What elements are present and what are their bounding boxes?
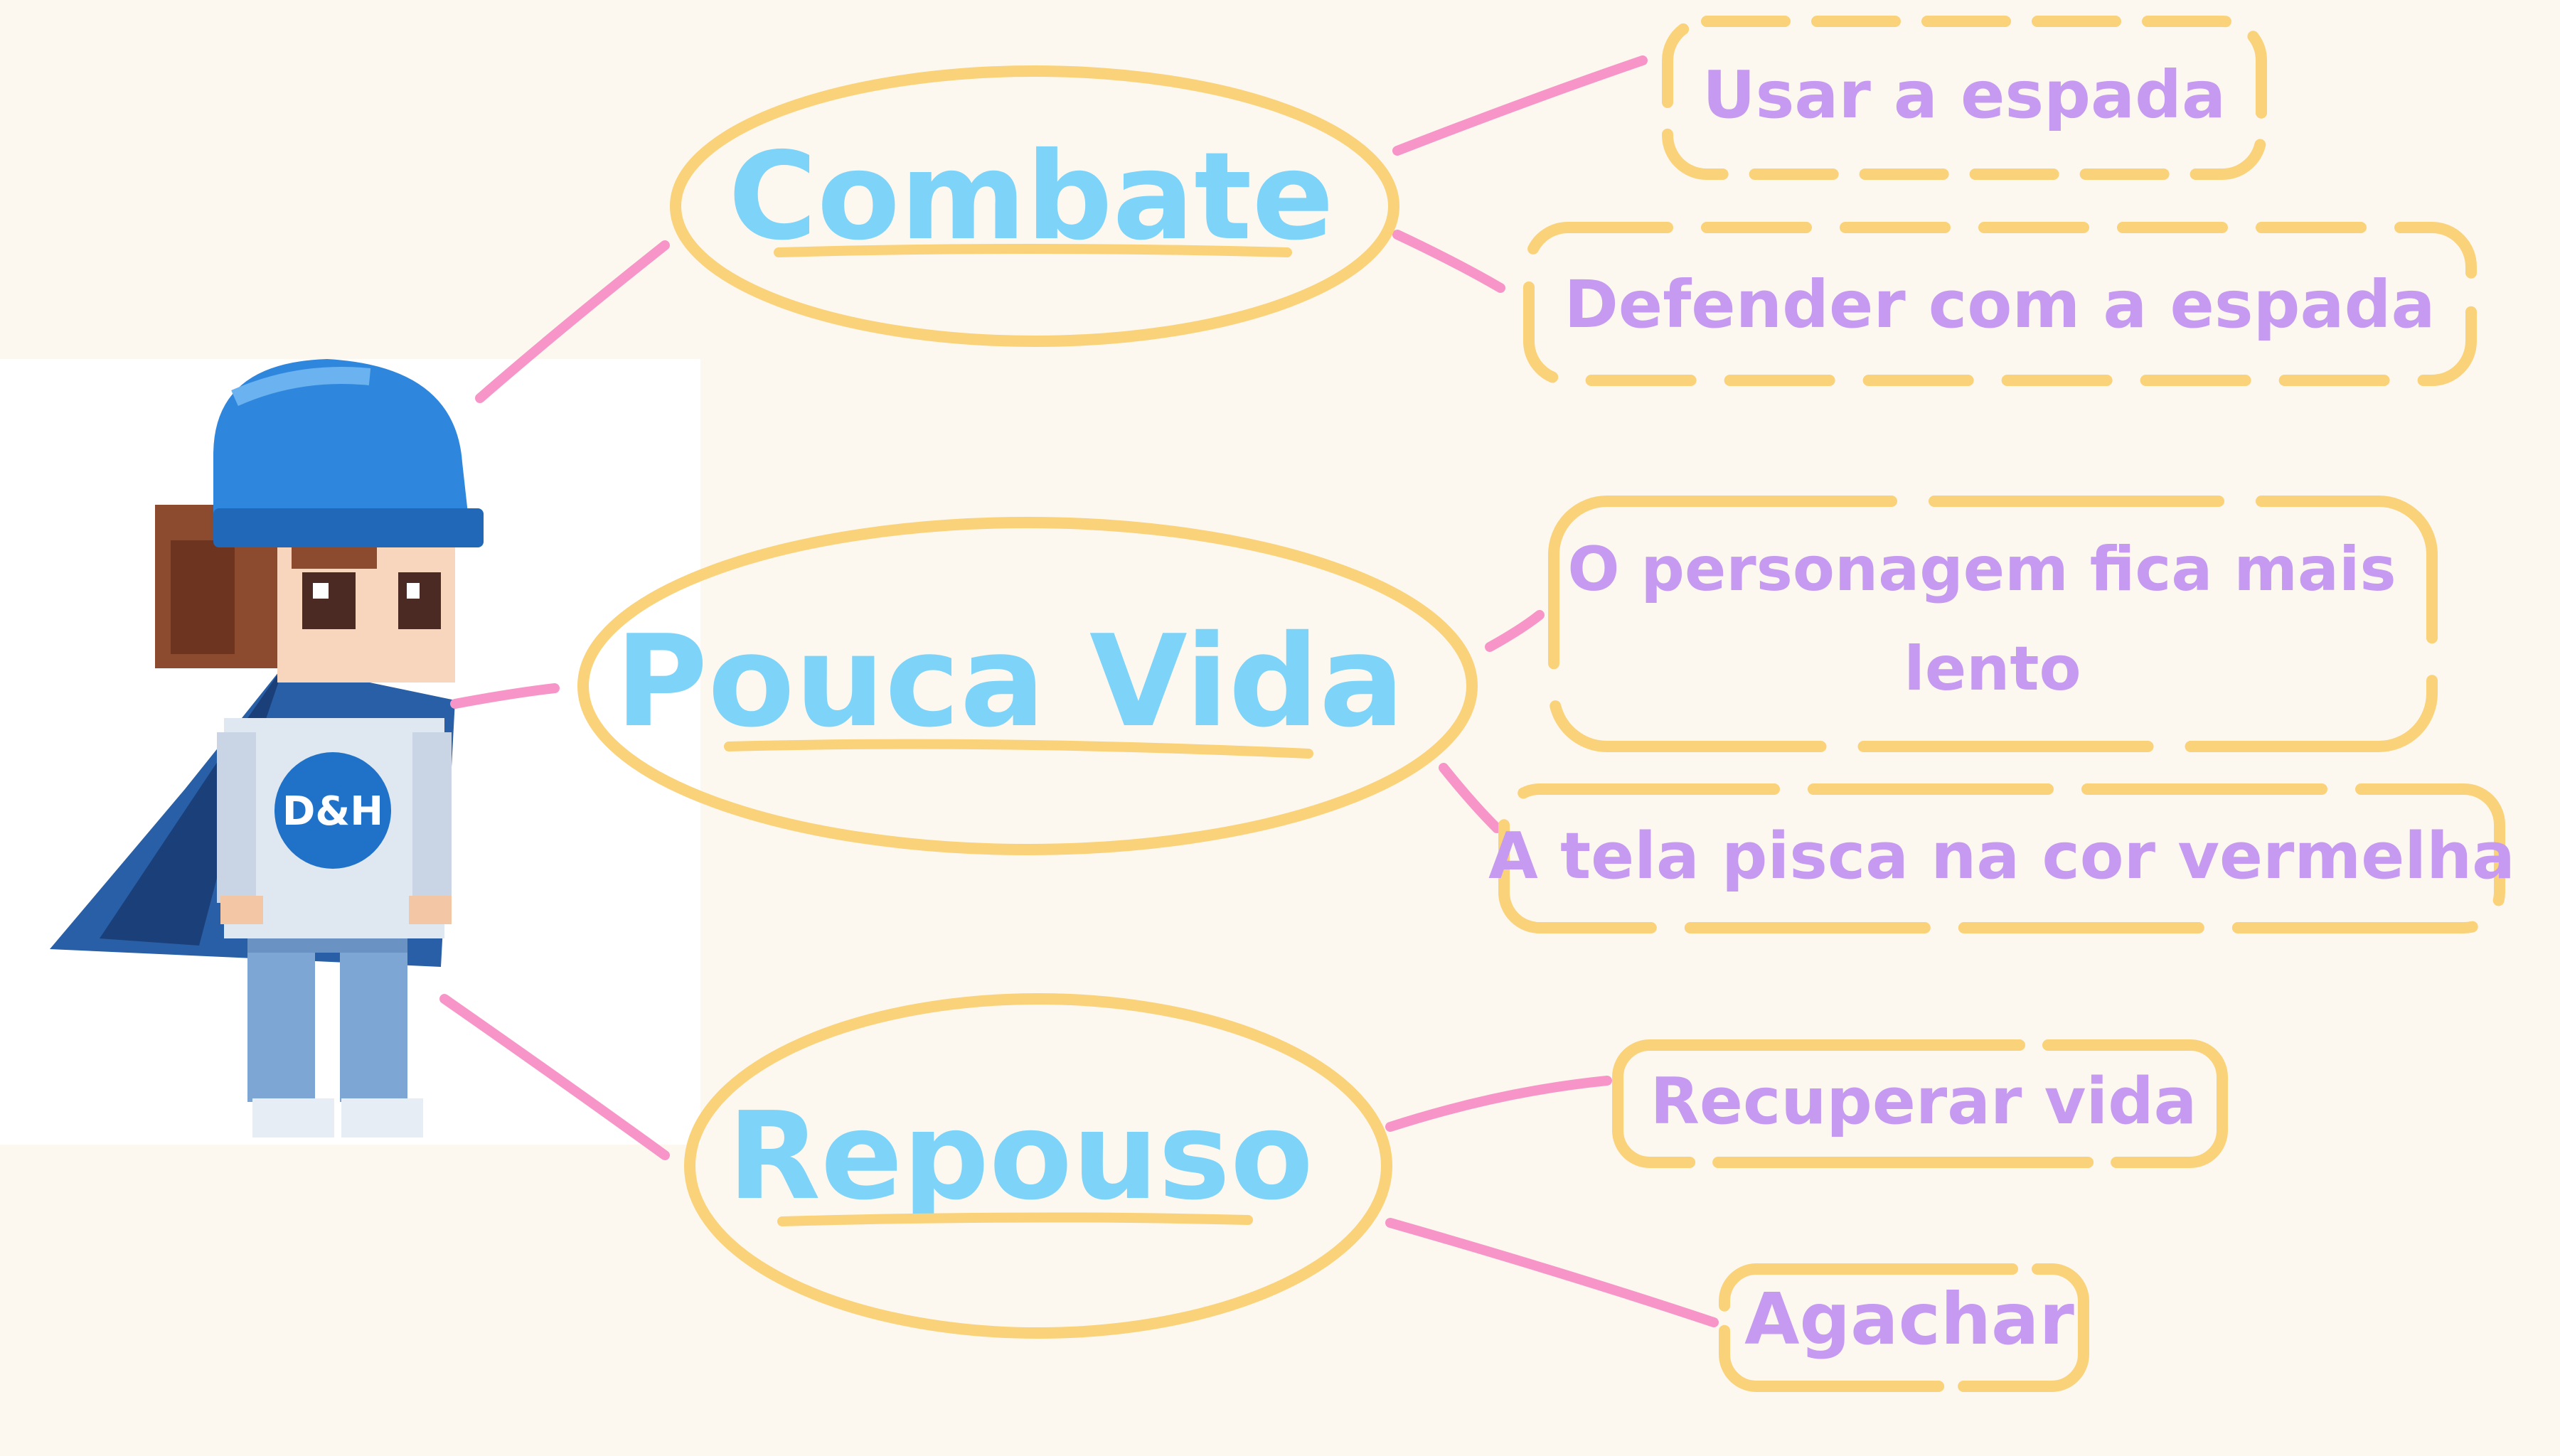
character-cap: [213, 359, 469, 533]
leaf-personagem-lento-label: O personagem fica mais lento: [1567, 534, 2417, 705]
character-hair-shade: [171, 540, 235, 654]
character-arm-left: [217, 732, 256, 903]
character-shoe-right: [341, 1098, 423, 1138]
hub-repouso-underline: [777, 1212, 1253, 1226]
leaf-personagem-lento-line-2: lento: [1904, 633, 2081, 705]
connector-repouso-recuperar: [1385, 1076, 1612, 1132]
hub-combate: Combate: [670, 65, 1399, 347]
leaf-agachar-box: [1719, 1263, 2089, 1392]
leaf-personagem-lento: O personagem fica mais lento: [1548, 496, 2438, 752]
character-leg-right: [340, 924, 407, 1102]
leaf-personagem-lento-box: [1548, 496, 2438, 752]
hub-pouca-vida-label: Pouca Vida: [615, 608, 1404, 755]
hub-repouso: Repouso: [684, 993, 1392, 1339]
hub-repouso-outline: [684, 993, 1392, 1339]
leaf-recuperar-vida-label: Recuperar vida: [1650, 1064, 2197, 1139]
leaf-tela-vermelha-box: [1498, 783, 2505, 933]
character-cap-highlight: [231, 367, 371, 406]
leaf-recuperar-vida-box: [1612, 1039, 2228, 1168]
character-eye-left-shine: [313, 583, 329, 599]
character-hand-left: [220, 896, 263, 924]
leaf-defender-com-a-espada-box: [1523, 222, 2477, 386]
leaf-agachar: Agachar: [1719, 1263, 2089, 1392]
character-illustration: D&H: [50, 359, 484, 1138]
connector-character-repouso: [439, 994, 670, 1160]
character-eye-right-shine: [407, 583, 420, 599]
character-cap-brim: [213, 508, 484, 547]
shirt-logo-badge: [274, 752, 391, 869]
hub-repouso-label: Repouso: [727, 1086, 1313, 1227]
hub-pouca-vida: Pouca Vida: [577, 517, 1478, 855]
shirt-logo-text: D&H: [282, 788, 383, 835]
leaf-tela-vermelha-label: A tela pisca na cor vermelha: [1488, 819, 2515, 894]
hub-combate-underline: [774, 244, 1292, 257]
connector-combate-defender: [1392, 230, 1505, 293]
leaf-agachar-label: Agachar: [1744, 1278, 2074, 1361]
leaf-tela-vermelha: A tela pisca na cor vermelha: [1488, 783, 2515, 933]
connectors: [439, 55, 1719, 1327]
leaf-recuperar-vida: Recuperar vida: [1612, 1039, 2228, 1168]
connector-repouso-agachar: [1385, 1218, 1719, 1327]
character-eye-right: [398, 572, 441, 629]
leaf-usar-a-espada: Usar a espada: [1662, 16, 2267, 180]
leaf-defender-com-a-espada: Defender com a espada: [1523, 222, 2477, 386]
hub-pouca-vida-outline: [577, 517, 1478, 855]
leaf-usar-a-espada-box: [1662, 16, 2267, 180]
character-shoe-left: [252, 1098, 334, 1138]
connector-poucavida-lento: [1485, 610, 1545, 652]
character-eye-left: [302, 572, 356, 629]
connector-poucavida-tela: [1439, 763, 1502, 833]
leaf-personagem-lento-line-1: O personagem fica mais: [1567, 534, 2396, 605]
leaf-defender-com-a-espada-label: Defender com a espada: [1564, 267, 2435, 343]
hub-combate-outline: [670, 65, 1399, 347]
leaf-usar-a-espada-label: Usar a espada: [1702, 57, 2226, 133]
connector-character-combate: [475, 240, 670, 403]
hub-pouca-vida-underline: [724, 739, 1313, 759]
connector-combate-usar: [1392, 55, 1648, 156]
hub-combate-label: Combate: [728, 127, 1334, 267]
character-arm-right: [412, 732, 452, 903]
connector-character-pouca-vida: [450, 683, 560, 709]
character-leg-left: [247, 924, 315, 1102]
character-hand-right: [409, 896, 452, 924]
